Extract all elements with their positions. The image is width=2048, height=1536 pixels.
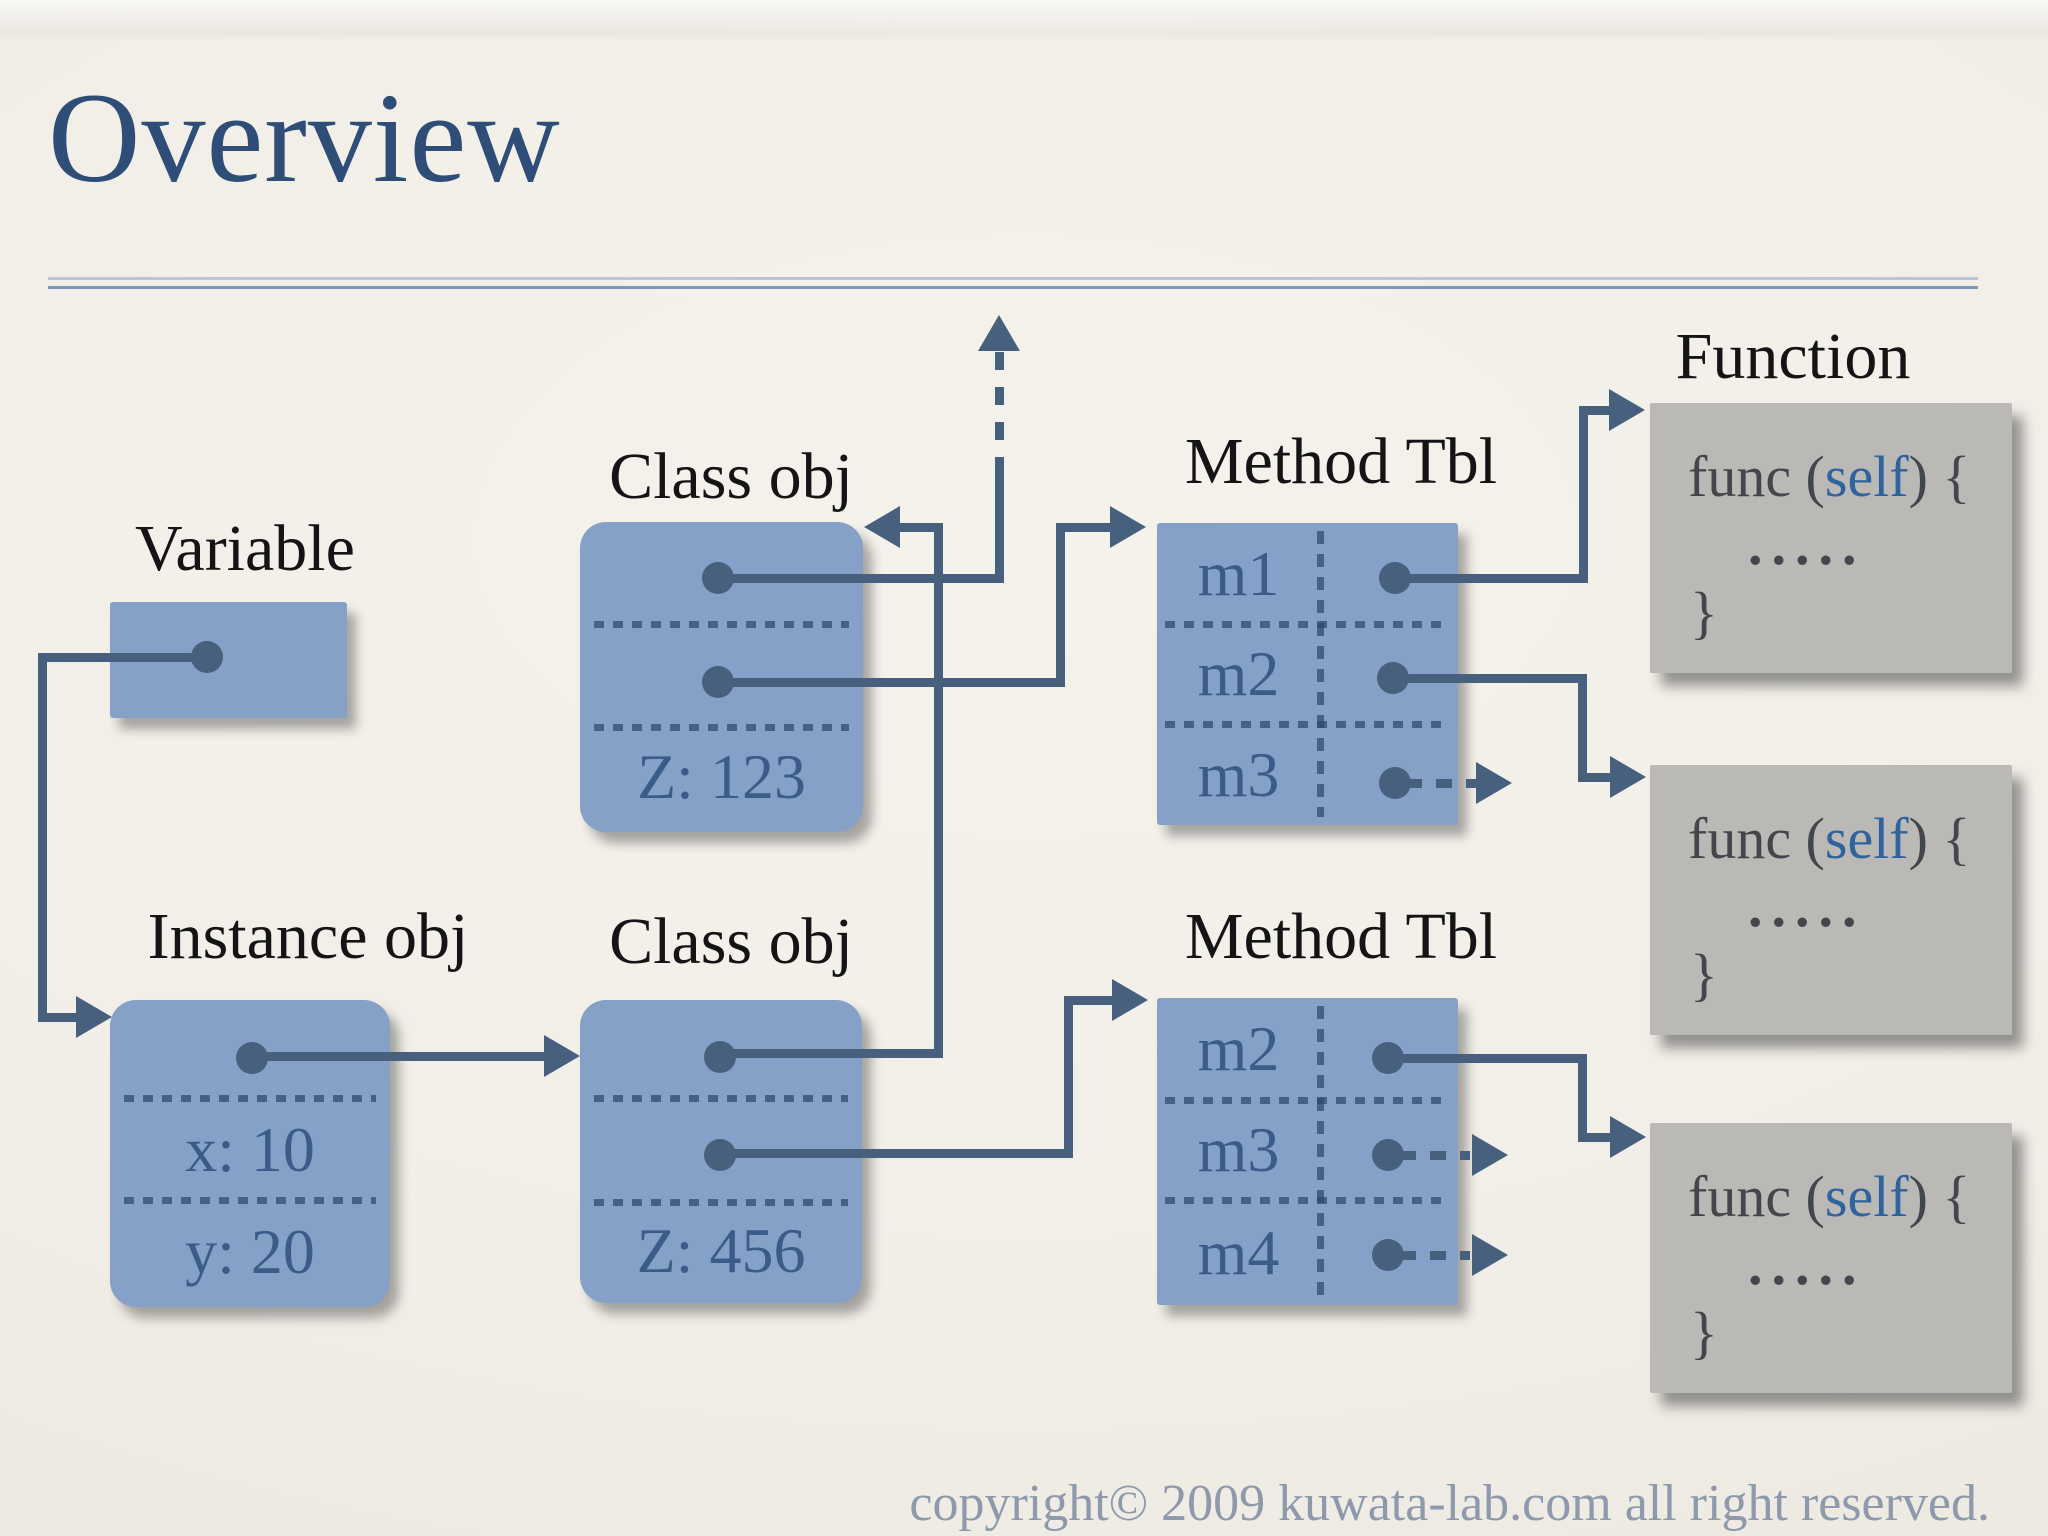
title-divider-top (48, 277, 1978, 280)
pointer-line-class-to-parent (934, 523, 943, 1058)
arrowhead-into-method-tbl-bottom (1112, 979, 1148, 1021)
divider (124, 1197, 376, 1204)
class-bottom-var: Z: 456 (636, 1215, 806, 1286)
pointer-line-m2-to-func3 (1578, 1133, 1610, 1142)
function-body: ..... (1748, 512, 1866, 577)
instance-obj-label: Instance obj (147, 900, 469, 973)
arrowhead-into-function-1 (1609, 389, 1645, 431)
method-tbl-top-label: Method Tbl (1184, 425, 1498, 498)
divider (1165, 1097, 1450, 1104)
self-param: self (1824, 1164, 1909, 1229)
arrowhead-into-class-obj-top (864, 506, 900, 548)
class-obj-top-label: Class obj (609, 440, 853, 513)
pointer-line-m1-to-func1 (1395, 574, 1587, 583)
class-obj-top-box: Z: 123 (580, 522, 863, 832)
pointer-line-class-to-methodtbl-bottom (1064, 996, 1073, 1158)
method-pointer-dot (1379, 767, 1411, 799)
pointer-line-m2-to-func2 (1393, 674, 1587, 683)
pointer-line-variable (38, 1013, 82, 1022)
method-row-label: m3 (1197, 738, 1280, 810)
method-row-label: m1 (1197, 537, 1280, 609)
copyright-text: copyright© 2009 kuwata-lab.com all right… (909, 1475, 1990, 1532)
variable-label: Variable (135, 512, 355, 585)
function-body: ..... (1748, 1232, 1866, 1297)
method-tbl-bottom-label: Method Tbl (1184, 900, 1498, 973)
function-close-brace: } (1690, 942, 1718, 1007)
pointer-line-class-to-methodtbl (718, 678, 1064, 687)
function-signature: func (self) { (1688, 806, 1971, 871)
divider (594, 1199, 848, 1206)
pointer-line-class-to-methodtbl (1056, 523, 1065, 687)
pointer-line-m1-to-func1 (1579, 406, 1588, 583)
pointer-line-class-to-parent (900, 523, 943, 532)
arrowhead-null-m3-bottom (1472, 1134, 1508, 1176)
divider (124, 1095, 376, 1102)
arrowhead-into-function-3 (1610, 1116, 1646, 1158)
method-pointer-dot (1372, 1239, 1404, 1271)
instance-field-y: y: 20 (185, 1216, 315, 1287)
divider (1165, 721, 1450, 728)
pointer-line-m2-to-func3 (1578, 1054, 1587, 1142)
pointer-line-parent-up (718, 574, 1003, 583)
class-obj-bottom-label: Class obj (609, 905, 853, 978)
function-body: ..... (1748, 874, 1866, 939)
pointer-line-m1-to-func1 (1579, 406, 1609, 415)
divider (1317, 531, 1324, 817)
divider (1317, 1006, 1324, 1297)
function-signature: func (self) { (1688, 1164, 1971, 1229)
pointer-line-instance-to-class (252, 1052, 546, 1061)
pointer-line-m2-to-func3 (1388, 1054, 1587, 1063)
method-row-label: m2 (1197, 638, 1280, 709)
self-param: self (1824, 806, 1909, 871)
arrowhead-null-m3 (1476, 762, 1512, 804)
dashed-null-pointer-m4 (1400, 1251, 1470, 1260)
pointer-line-variable (42, 653, 207, 662)
arrowhead-up-parent (978, 315, 1020, 351)
arrowhead-into-method-tbl-top (1110, 506, 1146, 548)
divider (1165, 1197, 1450, 1204)
dashed-null-pointer-m3 (1406, 779, 1476, 788)
method-row-label: m2 (1197, 1013, 1280, 1084)
divider (594, 724, 849, 731)
dashed-null-pointer-m3-bottom (1400, 1151, 1470, 1160)
function-label: Function (1675, 320, 1911, 393)
arrowhead-into-function-2 (1610, 756, 1646, 798)
title-divider-bottom (48, 286, 1978, 289)
pointer-line-m2-to-func2 (1578, 773, 1610, 782)
divider (594, 621, 849, 628)
pointer-line-class-to-methodtbl-bottom (1064, 996, 1112, 1005)
method-row-label: m4 (1197, 1216, 1280, 1288)
function-box-3: func (self) { ..... } (1650, 1123, 2012, 1393)
dashed-line-parent-up (995, 352, 1004, 467)
pointer-line-parent-up (995, 467, 1004, 583)
function-close-brace: } (1690, 580, 1718, 645)
pointer-line-class-to-methodtbl (1056, 523, 1110, 532)
arrowhead-into-class-obj-bottom (544, 1035, 580, 1077)
instance-obj-box: x: 10 y: 20 (110, 1000, 390, 1307)
method-pointer-dot (1372, 1139, 1404, 1171)
instance-field-x: x: 10 (185, 1114, 315, 1185)
arrowhead-into-instance-obj (76, 996, 112, 1038)
function-signature: func (self) { (1688, 444, 1971, 509)
function-box-2: func (self) { ..... } (1650, 765, 2012, 1035)
function-close-brace: } (1690, 1300, 1718, 1365)
divider (594, 1095, 848, 1102)
pointer-line-m2-to-func2 (1578, 674, 1587, 782)
pointer-line-variable (38, 653, 47, 1022)
page-title: Overview (48, 67, 561, 209)
self-param: self (1824, 444, 1909, 509)
pointer-line-class-to-parent (720, 1049, 943, 1058)
method-row-label: m3 (1197, 1114, 1280, 1185)
class-top-var: Z: 123 (637, 741, 806, 812)
function-box-1: func (self) { ..... } (1650, 403, 2012, 673)
divider (1165, 621, 1450, 628)
arrowhead-null-m4 (1472, 1234, 1508, 1276)
pointer-line-class-to-methodtbl-bottom (720, 1149, 1072, 1158)
